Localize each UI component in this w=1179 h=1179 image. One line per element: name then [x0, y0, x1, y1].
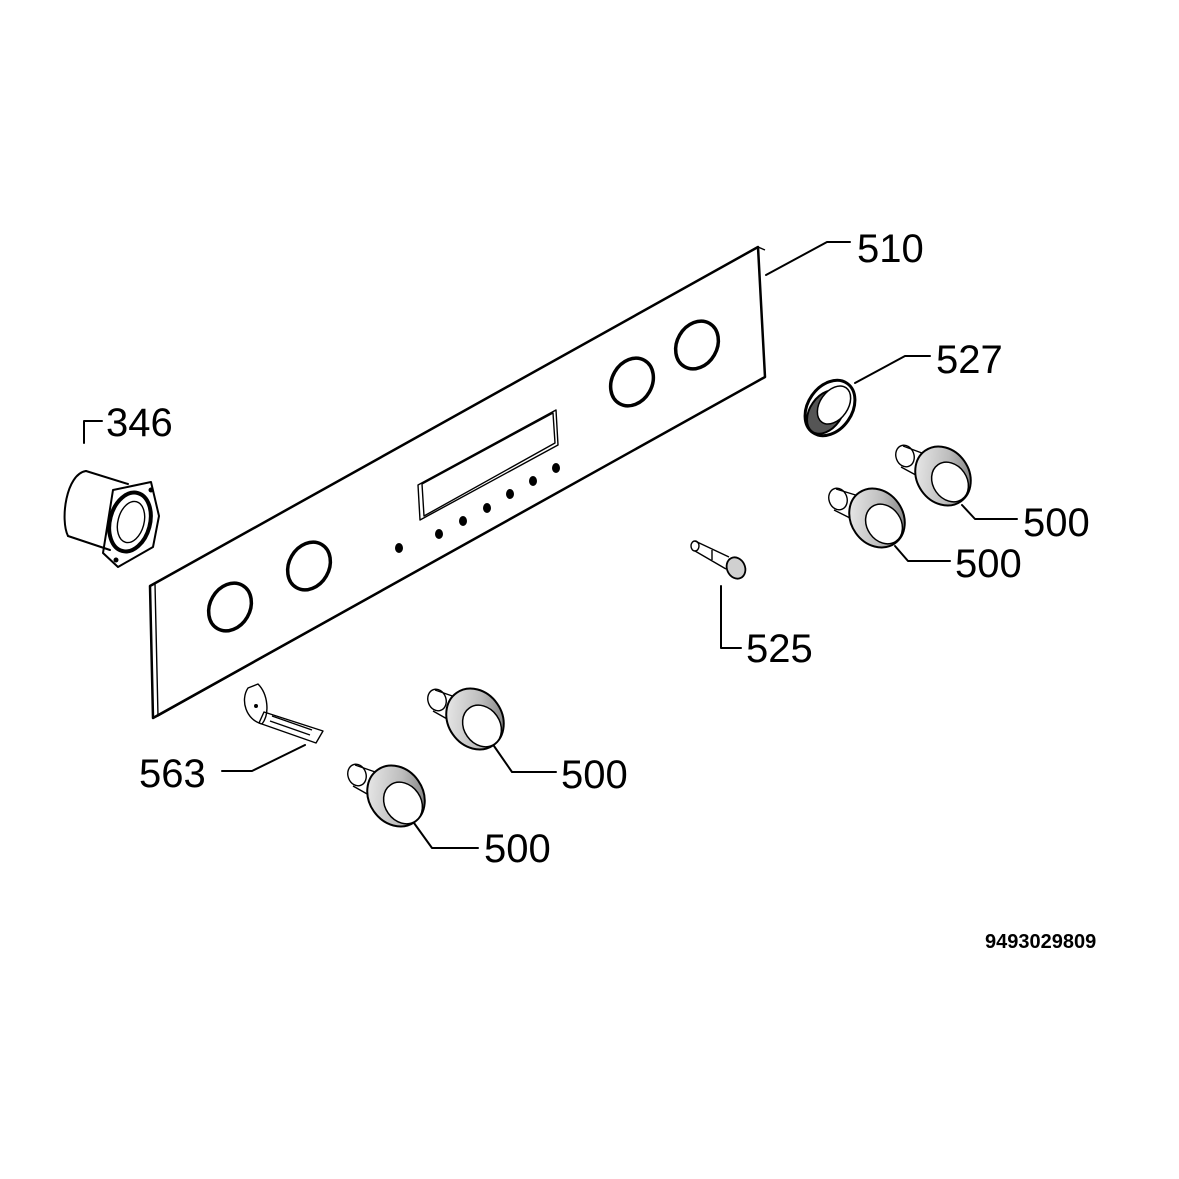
callout-panel: 510 [857, 227, 924, 271]
knob-hole-3 [608, 356, 656, 408]
knob-right-top [895, 444, 972, 507]
reference-number: 9493029809 [985, 931, 1096, 953]
callout-knob-right-bottom: 500 [955, 542, 1022, 586]
knob-hole-1 [206, 581, 254, 633]
callout-ring: 527 [936, 338, 1003, 382]
knob-right-bottom [828, 487, 906, 549]
callout-spring: 563 [139, 752, 206, 796]
knob-hole-4 [673, 319, 721, 371]
callout-bracket: 346 [106, 401, 173, 445]
callout-numbers: 510 527 346 500 500 500 500 525 563 [106, 227, 1090, 871]
callout-pin: 525 [746, 627, 813, 671]
trim-ring [803, 378, 857, 438]
bracket-cylinder [63, 470, 160, 568]
button-holes [395, 463, 560, 553]
callout-knob-right-top: 500 [1023, 501, 1090, 545]
leader-lines [83, 241, 1018, 849]
callout-knob-left-bottom: 500 [484, 827, 551, 871]
knob-left-top [427, 687, 505, 751]
spring-clip [243, 683, 324, 744]
control-panel [148, 245, 767, 720]
callout-knob-left-top: 500 [561, 753, 628, 797]
pin [690, 540, 747, 580]
knob-hole-2 [285, 540, 333, 592]
knob-left-bottom [347, 763, 426, 828]
